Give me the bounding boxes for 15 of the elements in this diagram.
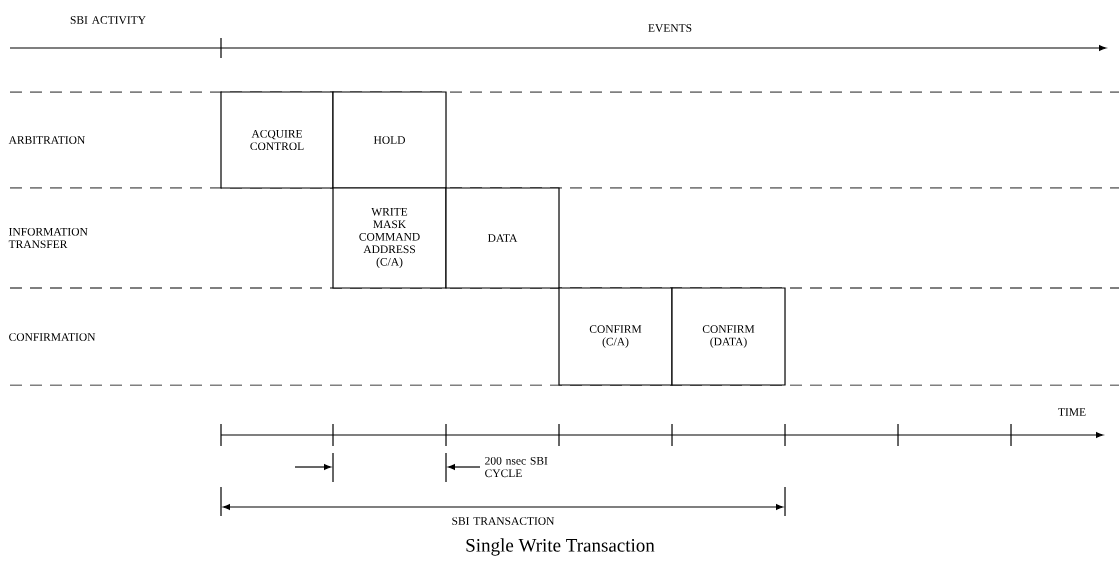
- process-box: WRITE MASK COMMAND ADDRESS (C/A): [332, 187, 447, 289]
- axis-label: INFORMATION TRANSFER: [8, 227, 88, 249]
- process-box: CONFIRM (DATA): [671, 287, 786, 386]
- axis-label: SBI TRANSACTION: [452, 517, 555, 525]
- caption: Single Write Transaction: [466, 538, 655, 556]
- axis-label: 200 nsec SBI CYCLE: [485, 456, 548, 478]
- process-box: HOLD: [332, 91, 447, 189]
- axis-label: EVENTS: [648, 24, 692, 32]
- process-box: CONFIRM (C/A): [558, 287, 673, 386]
- axis-label: ARBITRATION: [8, 136, 85, 144]
- axis-label: CONFIRMATION: [9, 333, 96, 341]
- axis-label: SBI ACTIVITY: [70, 16, 146, 24]
- axis-label: TIME: [1058, 408, 1086, 416]
- process-box: DATA: [445, 187, 560, 289]
- process-box: ACQUIRE CONTROL: [220, 91, 334, 189]
